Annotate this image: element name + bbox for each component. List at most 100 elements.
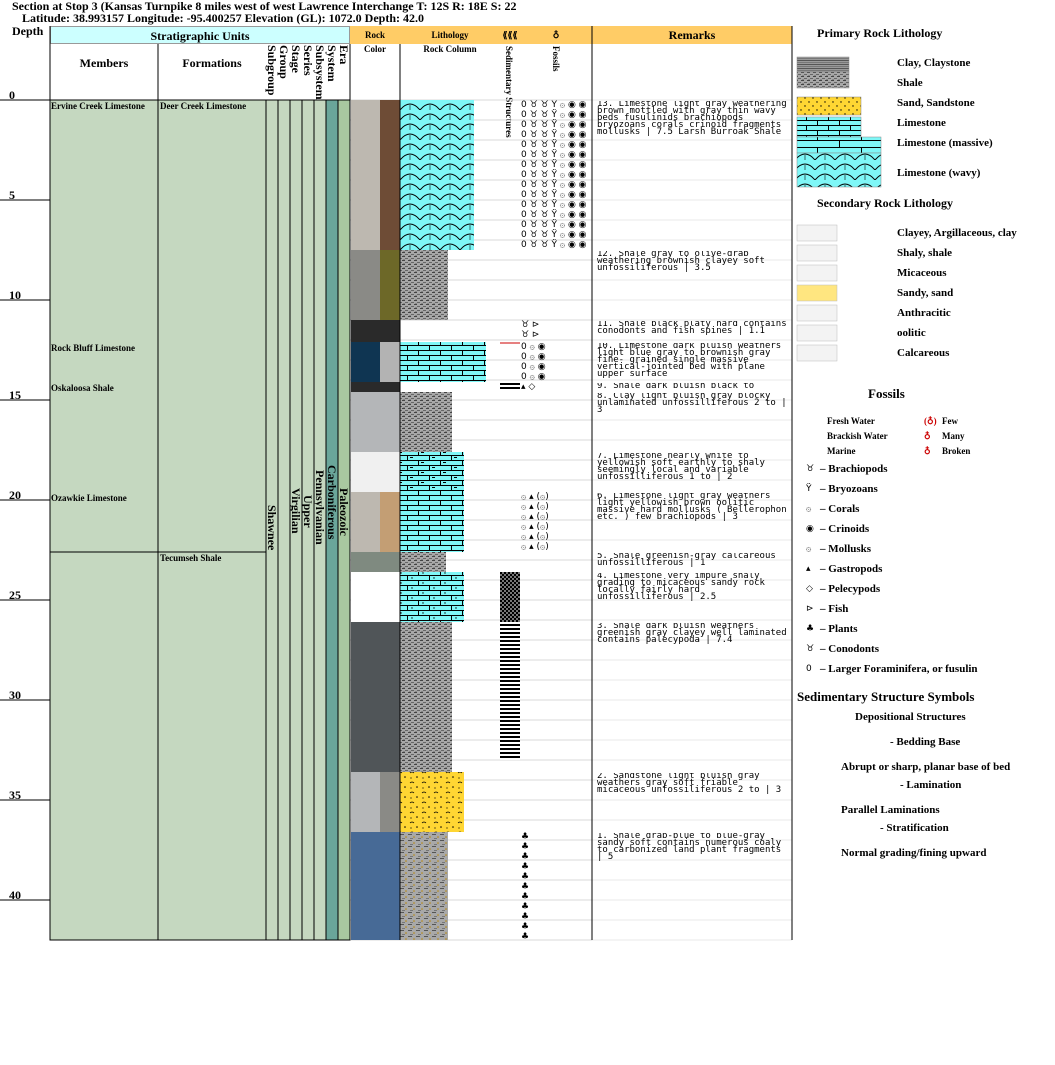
fossil-row: ۞ ▴ (۞) xyxy=(521,532,549,542)
fossil-row: 0 ♉ ♉ Ÿ ۞ ◉ ◉ xyxy=(521,110,587,120)
rock-color xyxy=(351,320,380,342)
rock-column-header: Rock Column xyxy=(423,44,477,54)
legend-abundance-item: Few xyxy=(942,416,958,426)
legend-env-item: Brackish Water xyxy=(827,431,888,441)
fossil-row: ▴ ◇ xyxy=(521,382,536,392)
rock-color xyxy=(380,832,400,940)
legend-primary-item: Limestone (massive) xyxy=(897,137,993,149)
strat-units-header: Stratigraphic Units xyxy=(50,26,350,44)
legend-swatch xyxy=(796,152,882,188)
rock-color xyxy=(351,342,380,382)
fossil-row: 0 ♉ ♉ Ÿ ۞ ◉ ◉ xyxy=(521,130,587,140)
lithology-bed xyxy=(400,492,464,552)
legend-abundance-item: Broken xyxy=(942,446,971,456)
rank-header-system: System xyxy=(325,45,339,82)
legend-fossil-item: – Brachiopods xyxy=(820,463,888,475)
fossil-row: 0 ♉ ♉ Ÿ ۞ ◉ ◉ xyxy=(521,180,587,190)
depth-label: 5 xyxy=(9,188,15,202)
fossils-header: Fossils xyxy=(551,46,561,72)
depth-label: 40 xyxy=(9,888,21,902)
fossil-row: ۞ ▴ (۞) xyxy=(521,512,549,522)
legend-swatch xyxy=(796,71,850,89)
legend-swatches xyxy=(796,56,882,362)
remark-text: 8. Clay light bluish gray blocky unlamin… xyxy=(597,393,787,414)
rank-header-series: Series xyxy=(301,45,315,76)
legend-lamination: - Lamination xyxy=(900,779,962,791)
fossil-row: ♣ xyxy=(521,852,530,862)
rock-header: Rock xyxy=(350,26,400,44)
lithology-bed xyxy=(400,572,464,622)
legend-parallel: Parallel Laminations xyxy=(841,804,940,816)
fossil-row: 0 ۞ ◉ xyxy=(521,342,546,352)
member-label: Oskaloosa Shale xyxy=(51,383,114,393)
fossil-row: ♣ xyxy=(521,932,530,940)
depth-label: 0 xyxy=(9,88,15,102)
fossil-row: 0 ♉ ♉ Ÿ ۞ ◉ ◉ xyxy=(521,160,587,170)
fossil-row: 0 ♉ ♉ Ÿ ۞ ◉ ◉ xyxy=(521,170,587,180)
color-header: Color xyxy=(364,44,386,54)
lithology-header: Lithology xyxy=(400,26,500,44)
legend-bedding-base: - Bedding Base xyxy=(890,736,961,748)
fossil-symbols: ▴ ◇ xyxy=(521,382,591,392)
remark-text: 7. Limestone nearly white to yellowish s… xyxy=(597,453,771,481)
lithology-bed xyxy=(400,452,464,492)
rock-color xyxy=(380,320,400,342)
legend-secondary-item: oolitic xyxy=(897,327,926,339)
legend-swatch xyxy=(796,324,838,342)
legend-abundance-symbol: ♁ xyxy=(924,446,931,456)
legend-fossil-symbol: ♉ xyxy=(806,644,815,654)
fossil-row: ۞ ▴ (۞) xyxy=(521,492,549,502)
rock-color xyxy=(351,492,380,552)
fossil-row: ♣ xyxy=(521,912,530,922)
section-subtitle: Latitude: 38.993157 Longitude: -95.40025… xyxy=(22,11,424,25)
legend-primary-item: Shale xyxy=(897,77,923,89)
member-label: Ozawkie Limestone xyxy=(51,493,127,503)
legend-fossil-symbol: ⊳ xyxy=(806,604,814,614)
remark-text: 5. Shale greenish-gray calcareous unfoss… xyxy=(597,553,782,567)
legend-depositional: Depositional Structures xyxy=(855,711,966,723)
legend-fossil-symbol: ◉ xyxy=(806,524,814,534)
fossil-row: 0 ♉ ♉ Ÿ ۞ ◉ ◉ xyxy=(521,150,587,160)
legend-secondary-item: Micaceous xyxy=(897,267,947,279)
depth-label: 20 xyxy=(9,488,21,502)
formations-header: Formations xyxy=(182,56,242,70)
remark-text: 4. Limestone very impure shaly grading t… xyxy=(597,573,771,601)
legend-env-item: Fresh Water xyxy=(827,416,875,426)
fossil-row: ♉ ⊳ xyxy=(521,320,540,330)
legend-fossil-symbol: ۞ xyxy=(806,544,812,554)
legend-secondary-item: Sandy, sand xyxy=(897,287,954,299)
depth-label: 10 xyxy=(9,288,21,302)
lithology-bed xyxy=(400,342,486,382)
legend-fossil-item: – Fish xyxy=(820,603,849,615)
remarks-header: Remarks xyxy=(592,26,792,44)
rank-unit-system: Carboniferous xyxy=(325,465,339,540)
legend-fossils-title: Fossils xyxy=(868,386,905,401)
depth-label: 35 xyxy=(9,788,21,802)
fossil-row: ۞ ▴ (۞) xyxy=(521,522,549,532)
rock-color xyxy=(380,342,400,382)
legend-swatch xyxy=(796,304,838,322)
member-label: Ervine Creek Limestone xyxy=(51,101,145,111)
legend-swatch xyxy=(796,56,850,73)
legend-abundance-item: Many xyxy=(942,431,965,441)
fossil-row: 0 ♉ ♉ Ÿ ۞ ◉ ◉ xyxy=(521,200,587,210)
legend-abrupt: Abrupt or sharp, planar base of bed xyxy=(841,761,1011,773)
rock-color xyxy=(351,772,380,832)
remark-text: 12. Shale gray to olive-drab weathering … xyxy=(597,251,771,272)
lithology-bed xyxy=(400,552,446,572)
legend-fossil-item: – Bryozoans xyxy=(820,483,878,495)
remark-text: 11. Shale black platy hard contains cono… xyxy=(597,321,787,335)
sed-structure xyxy=(500,572,520,622)
rock-color xyxy=(351,250,380,320)
legend-fossil-item: – Crinoids xyxy=(820,523,870,535)
formation-label: Tecumseh Shale xyxy=(160,553,222,563)
legend-swatch xyxy=(796,96,862,116)
rank-header-group: Group xyxy=(277,45,291,79)
legend-swatch xyxy=(796,116,862,138)
remark-text: 6. Limestone light gray weathers light y… xyxy=(597,493,787,521)
legend-secondary-item: Shaly, shale xyxy=(897,247,953,259)
rank-header-subgroup: Subgroup xyxy=(265,45,279,96)
rock-color xyxy=(380,392,400,452)
fossil-row: ♣ xyxy=(521,882,530,892)
sed-structure xyxy=(500,622,520,760)
